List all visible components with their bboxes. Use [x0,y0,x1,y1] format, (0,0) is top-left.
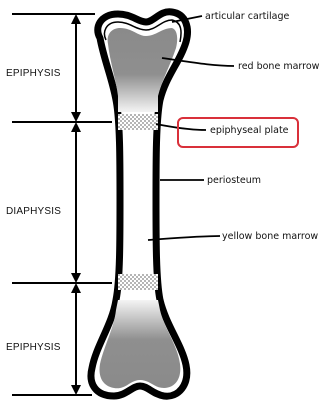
epiphyseal-plate-bottom [118,274,158,290]
diaphysis-label: DIAPHYSIS [6,206,61,217]
yellow-bone-marrow-label: yellow bone marrow [222,231,318,242]
arrowhead [71,122,81,132]
red-marrow-top [108,28,178,112]
arrowhead [71,283,81,293]
articular-cartilage-label: articular cartilage [205,11,290,22]
arrowhead [71,273,81,283]
periosteum-label: periosteum [207,175,261,186]
arrowhead [71,14,81,24]
red-bone-marrow-label: red bone marrow [238,61,320,72]
arrowhead [71,112,81,122]
epiphysis-top-label: EPIPHYSIS [6,68,61,79]
epiphyseal-plate-label: epiphyseal plate [210,125,289,136]
epiphysis-bottom-label: EPIPHYSIS [6,342,61,353]
arrowhead [71,385,81,395]
epiphyseal-plate-leader [156,124,206,130]
epiphyseal-plate-top [118,114,158,130]
